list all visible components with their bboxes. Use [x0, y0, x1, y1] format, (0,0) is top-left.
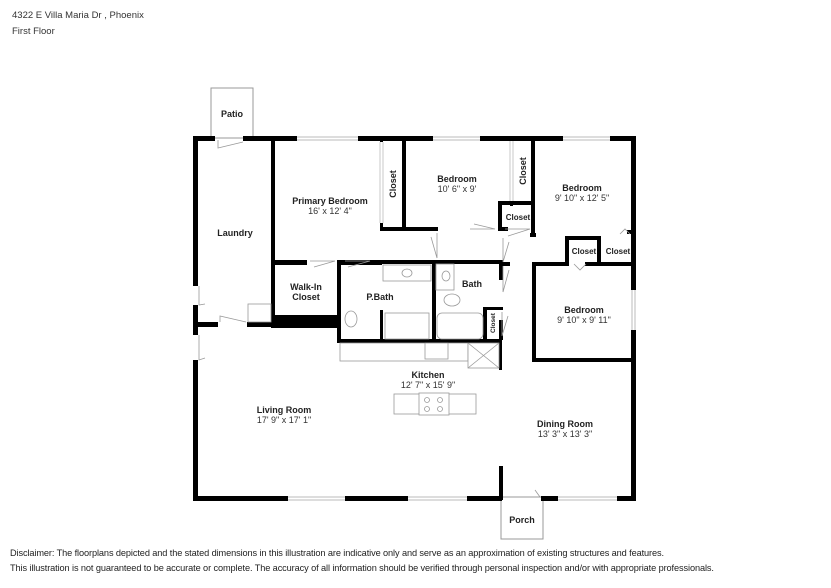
pbath-label: P.Bath [366, 292, 393, 302]
dining-room-dims: 13' 3" x 13' 3" [538, 429, 592, 439]
disclaimer-line-2: This illustration is not guaranteed to b… [10, 563, 714, 573]
living-room-label: Living Room [257, 405, 312, 415]
windows [288, 136, 636, 501]
patio-outline [210, 87, 254, 139]
disclaimer: Disclaimer: The floorplans depicted and … [10, 546, 714, 576]
primary-bedroom-dims: 16' x 12' 4" [308, 206, 352, 216]
doors [198, 140, 631, 498]
kitchen-label: Kitchen [411, 370, 444, 380]
bath-closet-label: Closet [490, 312, 497, 333]
fixtures [247, 263, 500, 416]
closet-b-label: Closet [606, 247, 631, 256]
patio-label: Patio [221, 109, 244, 119]
bedroom3-label: Bedroom [562, 183, 602, 193]
disclaimer-line-1: Disclaimer: The floorplans depicted and … [10, 548, 664, 558]
floor-label: First Floor [12, 26, 55, 37]
porch-label: Porch [509, 515, 535, 525]
closet-doors [379, 141, 514, 223]
walkin-label-2: Closet [292, 292, 320, 302]
living-room-dims: 17' 9" x 17' 1" [257, 415, 311, 425]
bedroom4-dims: 9' 10" x 9' 11" [557, 315, 611, 325]
bath-label: Bath [462, 279, 482, 289]
kitchen-dims: 12' 7" x 15' 9" [401, 380, 455, 390]
bedroom2-closet-label: Closet [518, 157, 528, 185]
dining-room-label: Dining Room [537, 419, 593, 429]
walkin-label-1: Walk-In [290, 282, 322, 292]
page-header: 4322 E Villa Maria Dr , Phoenix First Fl… [12, 8, 144, 40]
closet-a-label: Closet [572, 247, 597, 256]
bedroom4-label: Bedroom [564, 305, 604, 315]
small-closet-label: Closet [506, 213, 531, 222]
bedroom3-dims: 9' 10" x 12' 5" [555, 193, 609, 203]
bedroom2-label: Bedroom [437, 174, 477, 184]
primary-bedroom-label: Primary Bedroom [292, 196, 368, 206]
laundry-label: Laundry [217, 228, 253, 238]
walls [193, 136, 636, 501]
primary-closet-label: Closet [388, 170, 398, 198]
bedroom2-dims: 10' 6" x 9' [438, 184, 477, 194]
address-text: 4322 E Villa Maria Dr , Phoenix [12, 10, 144, 21]
